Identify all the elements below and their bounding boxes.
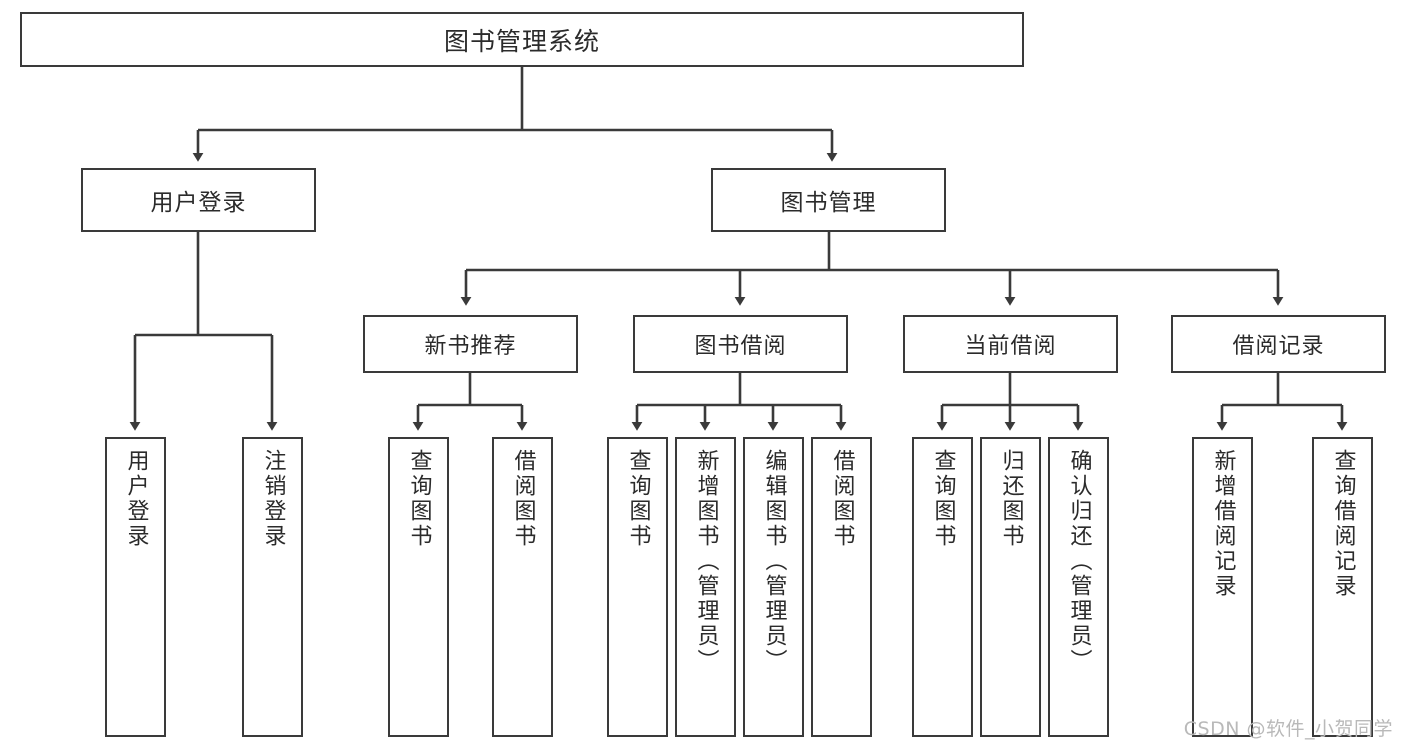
node-book-borrow[interactable]: 图书借阅 [633, 315, 848, 373]
node-label: 查询借阅记录 [1330, 449, 1356, 599]
node-user-login[interactable]: 用户登录 [81, 168, 316, 232]
leaf-borrow-book[interactable]: 借阅图书 [811, 437, 872, 737]
leaf-query-borrow-record[interactable]: 查询借阅记录 [1312, 437, 1373, 737]
leaf-add-borrow-record[interactable]: 新增借阅记录 [1192, 437, 1253, 737]
node-borrow-record[interactable]: 借阅记录 [1171, 315, 1386, 373]
leaf-query-book-recommend[interactable]: 查询图书 [388, 437, 449, 737]
leaf-user-logout[interactable]: 注销登录 [242, 437, 303, 737]
node-label: 图书管理 [780, 190, 877, 216]
node-label: 新书推荐 [424, 334, 517, 359]
leaf-user-login[interactable]: 用户登录 [105, 437, 166, 737]
node-book-manage[interactable]: 图书管理 [711, 168, 946, 232]
node-label: 归还图书 [998, 449, 1024, 549]
node-label: 图书借阅 [694, 334, 787, 359]
node-label: 借阅图书 [510, 449, 536, 549]
node-new-book-recommend[interactable]: 新书推荐 [363, 315, 578, 373]
leaf-return-book[interactable]: 归还图书 [980, 437, 1041, 737]
node-label: 新增图书（管理员） [693, 449, 719, 674]
leaf-borrow-book-recommend[interactable]: 借阅图书 [492, 437, 553, 737]
leaf-query-book-current[interactable]: 查询图书 [912, 437, 973, 737]
node-label: 用户登录 [150, 190, 247, 216]
node-label: 借阅图书 [829, 449, 855, 549]
leaf-edit-book-admin[interactable]: 编辑图书（管理员） [743, 437, 804, 737]
node-label: 查询图书 [930, 449, 956, 549]
node-label: 用户登录 [123, 449, 149, 549]
watermark: CSDN @软件_小贺同学 [1183, 718, 1393, 740]
leaf-add-book-admin[interactable]: 新增图书（管理员） [675, 437, 736, 737]
node-current-borrow[interactable]: 当前借阅 [903, 315, 1118, 373]
node-label: 查询图书 [406, 449, 432, 549]
node-label: 新增借阅记录 [1210, 449, 1236, 599]
node-label: 借阅记录 [1232, 334, 1325, 359]
node-label: 注销登录 [260, 449, 286, 549]
node-label: 图书管理系统 [443, 26, 600, 56]
node-root-book-management-system[interactable]: 图书管理系统 [20, 12, 1024, 67]
node-label: 当前借阅 [964, 334, 1057, 359]
leaf-confirm-return-admin[interactable]: 确认归还（管理员） [1048, 437, 1109, 737]
node-label: 编辑图书（管理员） [761, 449, 787, 674]
leaf-query-book-borrow[interactable]: 查询图书 [607, 437, 668, 737]
node-label: 查询图书 [625, 449, 651, 549]
node-label: 确认归还（管理员） [1066, 449, 1092, 674]
